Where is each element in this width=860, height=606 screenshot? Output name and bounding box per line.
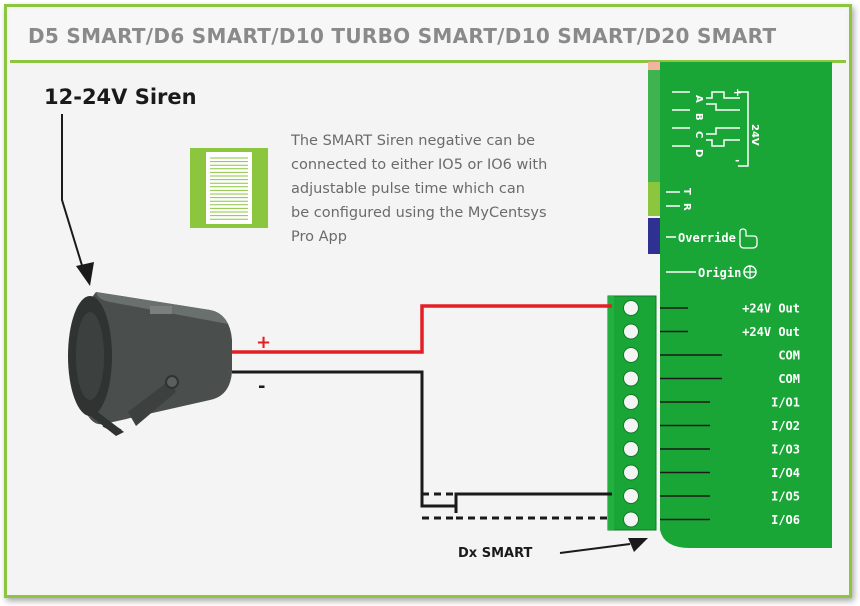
- terminal-screw-4: [623, 370, 639, 387]
- document-icon: [190, 148, 268, 228]
- terminal-holes: [623, 300, 639, 528]
- terminal-label-1: +24V Out: [742, 302, 800, 316]
- note-text: The SMART Siren negative can be connecte…: [290, 133, 547, 245]
- terminal-label-8: I/O4: [771, 466, 800, 480]
- board-tr-strip: [648, 182, 660, 216]
- negative-wire-label: -: [258, 376, 265, 397]
- board-name-label: Dx SMART: [458, 546, 532, 561]
- minus-sign: -: [735, 154, 740, 167]
- tr-labels: T R: [681, 188, 692, 211]
- positive-wire-label: +: [256, 332, 271, 353]
- upper-terminal-labels: A B C D: [693, 95, 704, 157]
- board-top-accent: [648, 62, 660, 70]
- controller-board: [660, 62, 832, 548]
- terminal-d-label: D: [693, 149, 704, 157]
- override-strip: [648, 218, 660, 254]
- terminal-label-4: COM: [778, 372, 800, 386]
- siren-pointer-arrowhead: [76, 262, 94, 286]
- note-line-2: connected to either IO5 or IO6 with: [291, 157, 547, 173]
- note-line-4: be configured using the MyCentsys: [291, 205, 547, 221]
- terminal-leads: [660, 307, 722, 521]
- terminal-t-label: T: [681, 188, 692, 195]
- note-line-3: adjustable pulse time which can: [291, 181, 525, 197]
- tr-lines: [666, 191, 680, 207]
- board-name-arrow: [559, 543, 631, 554]
- terminal-screw-2: [623, 323, 639, 340]
- terminal-block-left-edge: [608, 296, 614, 530]
- terminal-label-3: COM: [778, 349, 800, 363]
- origin-label: Origin: [698, 266, 741, 280]
- terminal-label-5: I/O1: [771, 396, 800, 410]
- negative-wire: [232, 370, 612, 508]
- terminal-label-10: I/O6: [771, 513, 800, 527]
- terminal-label-6: I/O2: [771, 419, 800, 433]
- terminal-screw-1: [623, 300, 639, 316]
- positive-wire: [232, 304, 612, 354]
- terminal-screw-7: [623, 441, 639, 457]
- plus-sign: +: [733, 86, 742, 99]
- note-line-1: The SMART Siren negative can be: [290, 133, 535, 149]
- negative-wire-alternate: [454, 506, 612, 520]
- terminal-screw-6: [623, 417, 639, 434]
- terminal-a-label: A: [693, 95, 704, 103]
- board-name-arrowhead: [628, 538, 648, 552]
- terminal-c-label: C: [693, 131, 704, 138]
- terminal-r-label: R: [681, 203, 692, 211]
- voltage-label: 24V: [749, 124, 760, 146]
- terminal-label-7: I/O3: [771, 443, 800, 457]
- hand-icon: [739, 228, 758, 249]
- override-label: Override: [678, 231, 736, 245]
- note-line-5: Pro App: [291, 229, 347, 245]
- header-bar: D5 SMART/D6 SMART/D10 TURBO SMART/D10 SM…: [10, 10, 846, 63]
- page-title: D5 SMART/D6 SMART/D10 TURBO SMART/D10 SM…: [28, 24, 777, 48]
- board-upper-strip: [648, 62, 660, 182]
- terminal-screw-5: [623, 394, 639, 410]
- terminal-label-9: I/O5: [771, 490, 800, 504]
- terminal-screw-3: [623, 347, 639, 363]
- origin-icon: [743, 265, 757, 279]
- siren-pointer-line: [61, 114, 85, 273]
- terminal-screw-10: [623, 511, 639, 528]
- terminal-b-label: B: [693, 113, 704, 121]
- terminal-screw-9: [623, 488, 639, 504]
- terminal-screw-8: [623, 464, 639, 481]
- siren-label: 12-24V Siren: [44, 85, 197, 109]
- siren-device: [68, 292, 232, 436]
- upper-terminal-lines: [672, 91, 749, 167]
- terminal-label-2: +24V Out: [742, 325, 800, 339]
